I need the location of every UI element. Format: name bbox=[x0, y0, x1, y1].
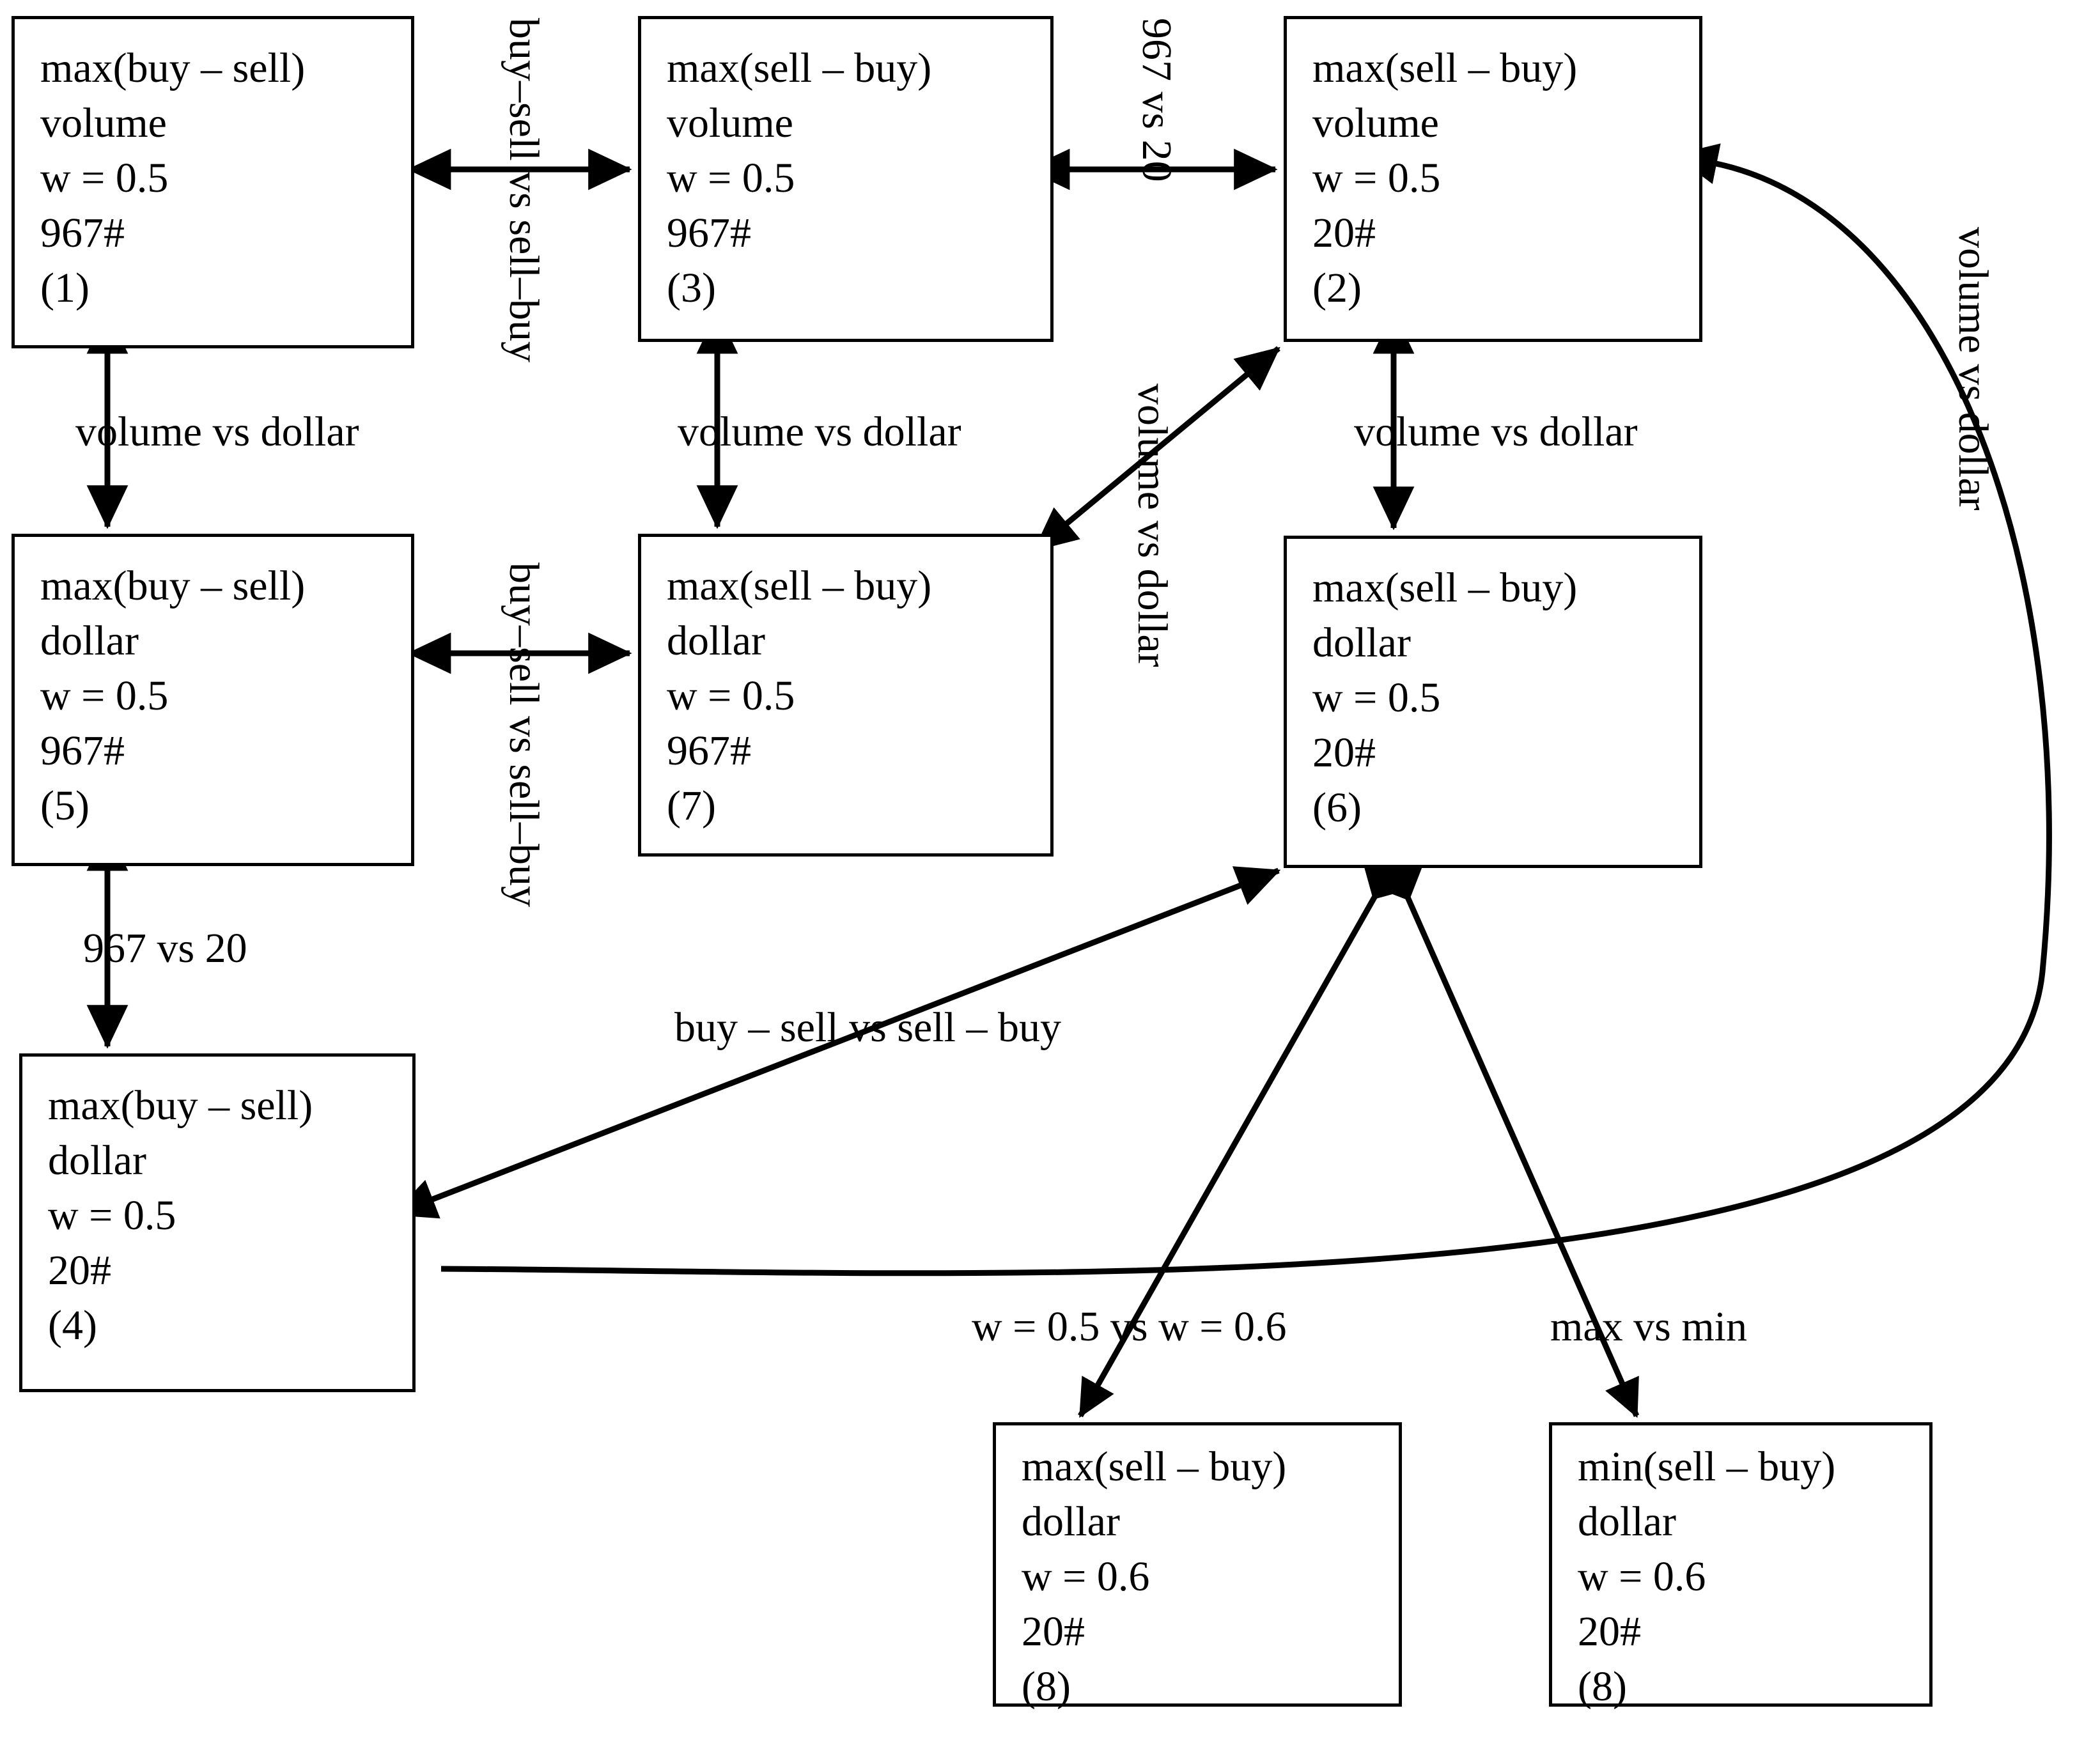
edge-label-3-2: 967 vs 20 bbox=[1133, 18, 1180, 182]
node-1-unit: volume bbox=[40, 100, 167, 146]
edge-label-6-8a: w = 0.5 vs w = 0.6 bbox=[972, 1303, 1287, 1350]
node-6-w: w = 0.5 bbox=[1312, 674, 1441, 721]
node-3-lines: max(sell – buy) volume w = 0.5 967# (3) bbox=[667, 41, 1046, 316]
node-3-w: w = 0.5 bbox=[667, 155, 795, 201]
node-8-min-unit: dollar bbox=[1578, 1498, 1676, 1545]
edge-7-2 bbox=[1033, 346, 1280, 552]
edge-label-5-7: buy–sell vs sell–buy bbox=[501, 562, 547, 907]
node-8-min-lines: min(sell – buy) dollar w = 0.6 20# (8) bbox=[1578, 1439, 1925, 1714]
node-3-label: (3) bbox=[667, 265, 716, 311]
node-1-count: 967# bbox=[40, 210, 125, 256]
node-4-objective: max(buy – sell) bbox=[48, 1082, 313, 1129]
node-6[interactable]: max(sell – buy) dollar w = 0.5 20# (6) bbox=[1284, 536, 1702, 868]
node-2-unit: volume bbox=[1312, 100, 1439, 146]
node-8-max-label: (8) bbox=[1022, 1663, 1071, 1710]
node-8-min[interactable]: min(sell – buy) dollar w = 0.6 20# (8) bbox=[1549, 1422, 1933, 1710]
node-7-unit: dollar bbox=[667, 617, 765, 664]
node-2-lines: max(sell – buy) volume w = 0.5 20# (2) bbox=[1312, 41, 1695, 316]
node-4-count: 20# bbox=[48, 1247, 111, 1294]
edge-label-4-6: buy – sell vs sell – buy bbox=[674, 1004, 1061, 1051]
node-8-max-objective: max(sell – buy) bbox=[1022, 1443, 1287, 1490]
edge-label-2-6: volume vs dollar bbox=[1354, 408, 1638, 455]
node-8-min-count: 20# bbox=[1578, 1608, 1641, 1655]
edge-label-1-3: buy–sell vs sell–buy bbox=[501, 18, 547, 362]
node-5-count: 967# bbox=[40, 727, 125, 774]
node-8-min-objective: min(sell – buy) bbox=[1578, 1443, 1836, 1490]
node-7-count: 967# bbox=[667, 727, 751, 774]
node-8-max-w: w = 0.6 bbox=[1022, 1553, 1150, 1600]
node-7[interactable]: max(sell – buy) dollar w = 0.5 967# (7) bbox=[638, 534, 1054, 857]
edge-label-6-8b: max vs min bbox=[1550, 1303, 1747, 1350]
node-8-max-unit: dollar bbox=[1022, 1498, 1120, 1545]
node-2-label: (2) bbox=[1312, 265, 1362, 311]
node-4[interactable]: max(buy – sell) dollar w = 0.5 20# (4) bbox=[19, 1053, 416, 1392]
node-1-w: w = 0.5 bbox=[40, 155, 169, 201]
node-2[interactable]: max(sell – buy) volume w = 0.5 20# (2) bbox=[1284, 16, 1702, 342]
edge-label-7-2: volume vs dollar bbox=[1129, 384, 1176, 667]
node-8-max-count: 20# bbox=[1022, 1608, 1085, 1655]
node-2-count: 20# bbox=[1312, 210, 1376, 256]
node-4-w: w = 0.5 bbox=[48, 1192, 176, 1239]
node-5-objective: max(buy – sell) bbox=[40, 562, 306, 609]
node-7-w: w = 0.5 bbox=[667, 672, 795, 719]
node-3-count: 967# bbox=[667, 210, 751, 256]
node-4-label: (4) bbox=[48, 1302, 97, 1349]
node-6-count: 20# bbox=[1312, 729, 1376, 776]
node-4-lines: max(buy – sell) dollar w = 0.5 20# (4) bbox=[48, 1078, 408, 1353]
node-7-lines: max(sell – buy) dollar w = 0.5 967# (7) bbox=[667, 559, 1046, 834]
node-6-objective: max(sell – buy) bbox=[1312, 564, 1578, 611]
node-2-objective: max(sell – buy) bbox=[1312, 45, 1578, 91]
node-7-label: (7) bbox=[667, 782, 716, 829]
node-8-max[interactable]: max(sell – buy) dollar w = 0.6 20# (8) bbox=[993, 1422, 1402, 1710]
node-8-min-label: (8) bbox=[1578, 1663, 1627, 1710]
node-5-lines: max(buy – sell) dollar w = 0.5 967# (5) bbox=[40, 559, 407, 834]
node-6-label: (6) bbox=[1312, 784, 1362, 831]
node-6-unit: dollar bbox=[1312, 619, 1411, 666]
edge-label-3-7: volume vs dollar bbox=[678, 408, 961, 455]
node-3-unit: volume bbox=[667, 100, 793, 146]
node-5-unit: dollar bbox=[40, 617, 139, 664]
node-3-objective: max(sell – buy) bbox=[667, 45, 932, 91]
node-1-objective: max(buy – sell) bbox=[40, 45, 306, 91]
edge-label-5-4: 967 vs 20 bbox=[83, 925, 247, 972]
edge-label-2-4: volume vs dollar bbox=[1950, 227, 1996, 511]
edge-6-8a bbox=[1078, 854, 1409, 1418]
edge-6-8b bbox=[1374, 853, 1640, 1418]
node-3[interactable]: max(sell – buy) volume w = 0.5 967# (3) bbox=[638, 16, 1054, 342]
node-1[interactable]: max(buy – sell) volume w = 0.5 967# (1) bbox=[12, 16, 414, 348]
node-8-max-lines: max(sell – buy) dollar w = 0.6 20# (8) bbox=[1022, 1439, 1395, 1714]
edge-label-1-5: volume vs dollar bbox=[75, 408, 359, 455]
node-4-unit: dollar bbox=[48, 1137, 146, 1184]
node-1-lines: max(buy – sell) volume w = 0.5 967# (1) bbox=[40, 41, 407, 316]
node-2-w: w = 0.5 bbox=[1312, 155, 1441, 201]
node-7-objective: max(sell – buy) bbox=[667, 562, 932, 609]
node-1-label: (1) bbox=[40, 265, 89, 311]
node-5[interactable]: max(buy – sell) dollar w = 0.5 967# (5) bbox=[12, 534, 414, 866]
node-5-w: w = 0.5 bbox=[40, 672, 169, 719]
node-5-label: (5) bbox=[40, 782, 89, 829]
edge-2-4-curve bbox=[440, 143, 2052, 1276]
node-6-lines: max(sell – buy) dollar w = 0.5 20# (6) bbox=[1312, 561, 1695, 835]
node-8-min-w: w = 0.6 bbox=[1578, 1553, 1706, 1600]
